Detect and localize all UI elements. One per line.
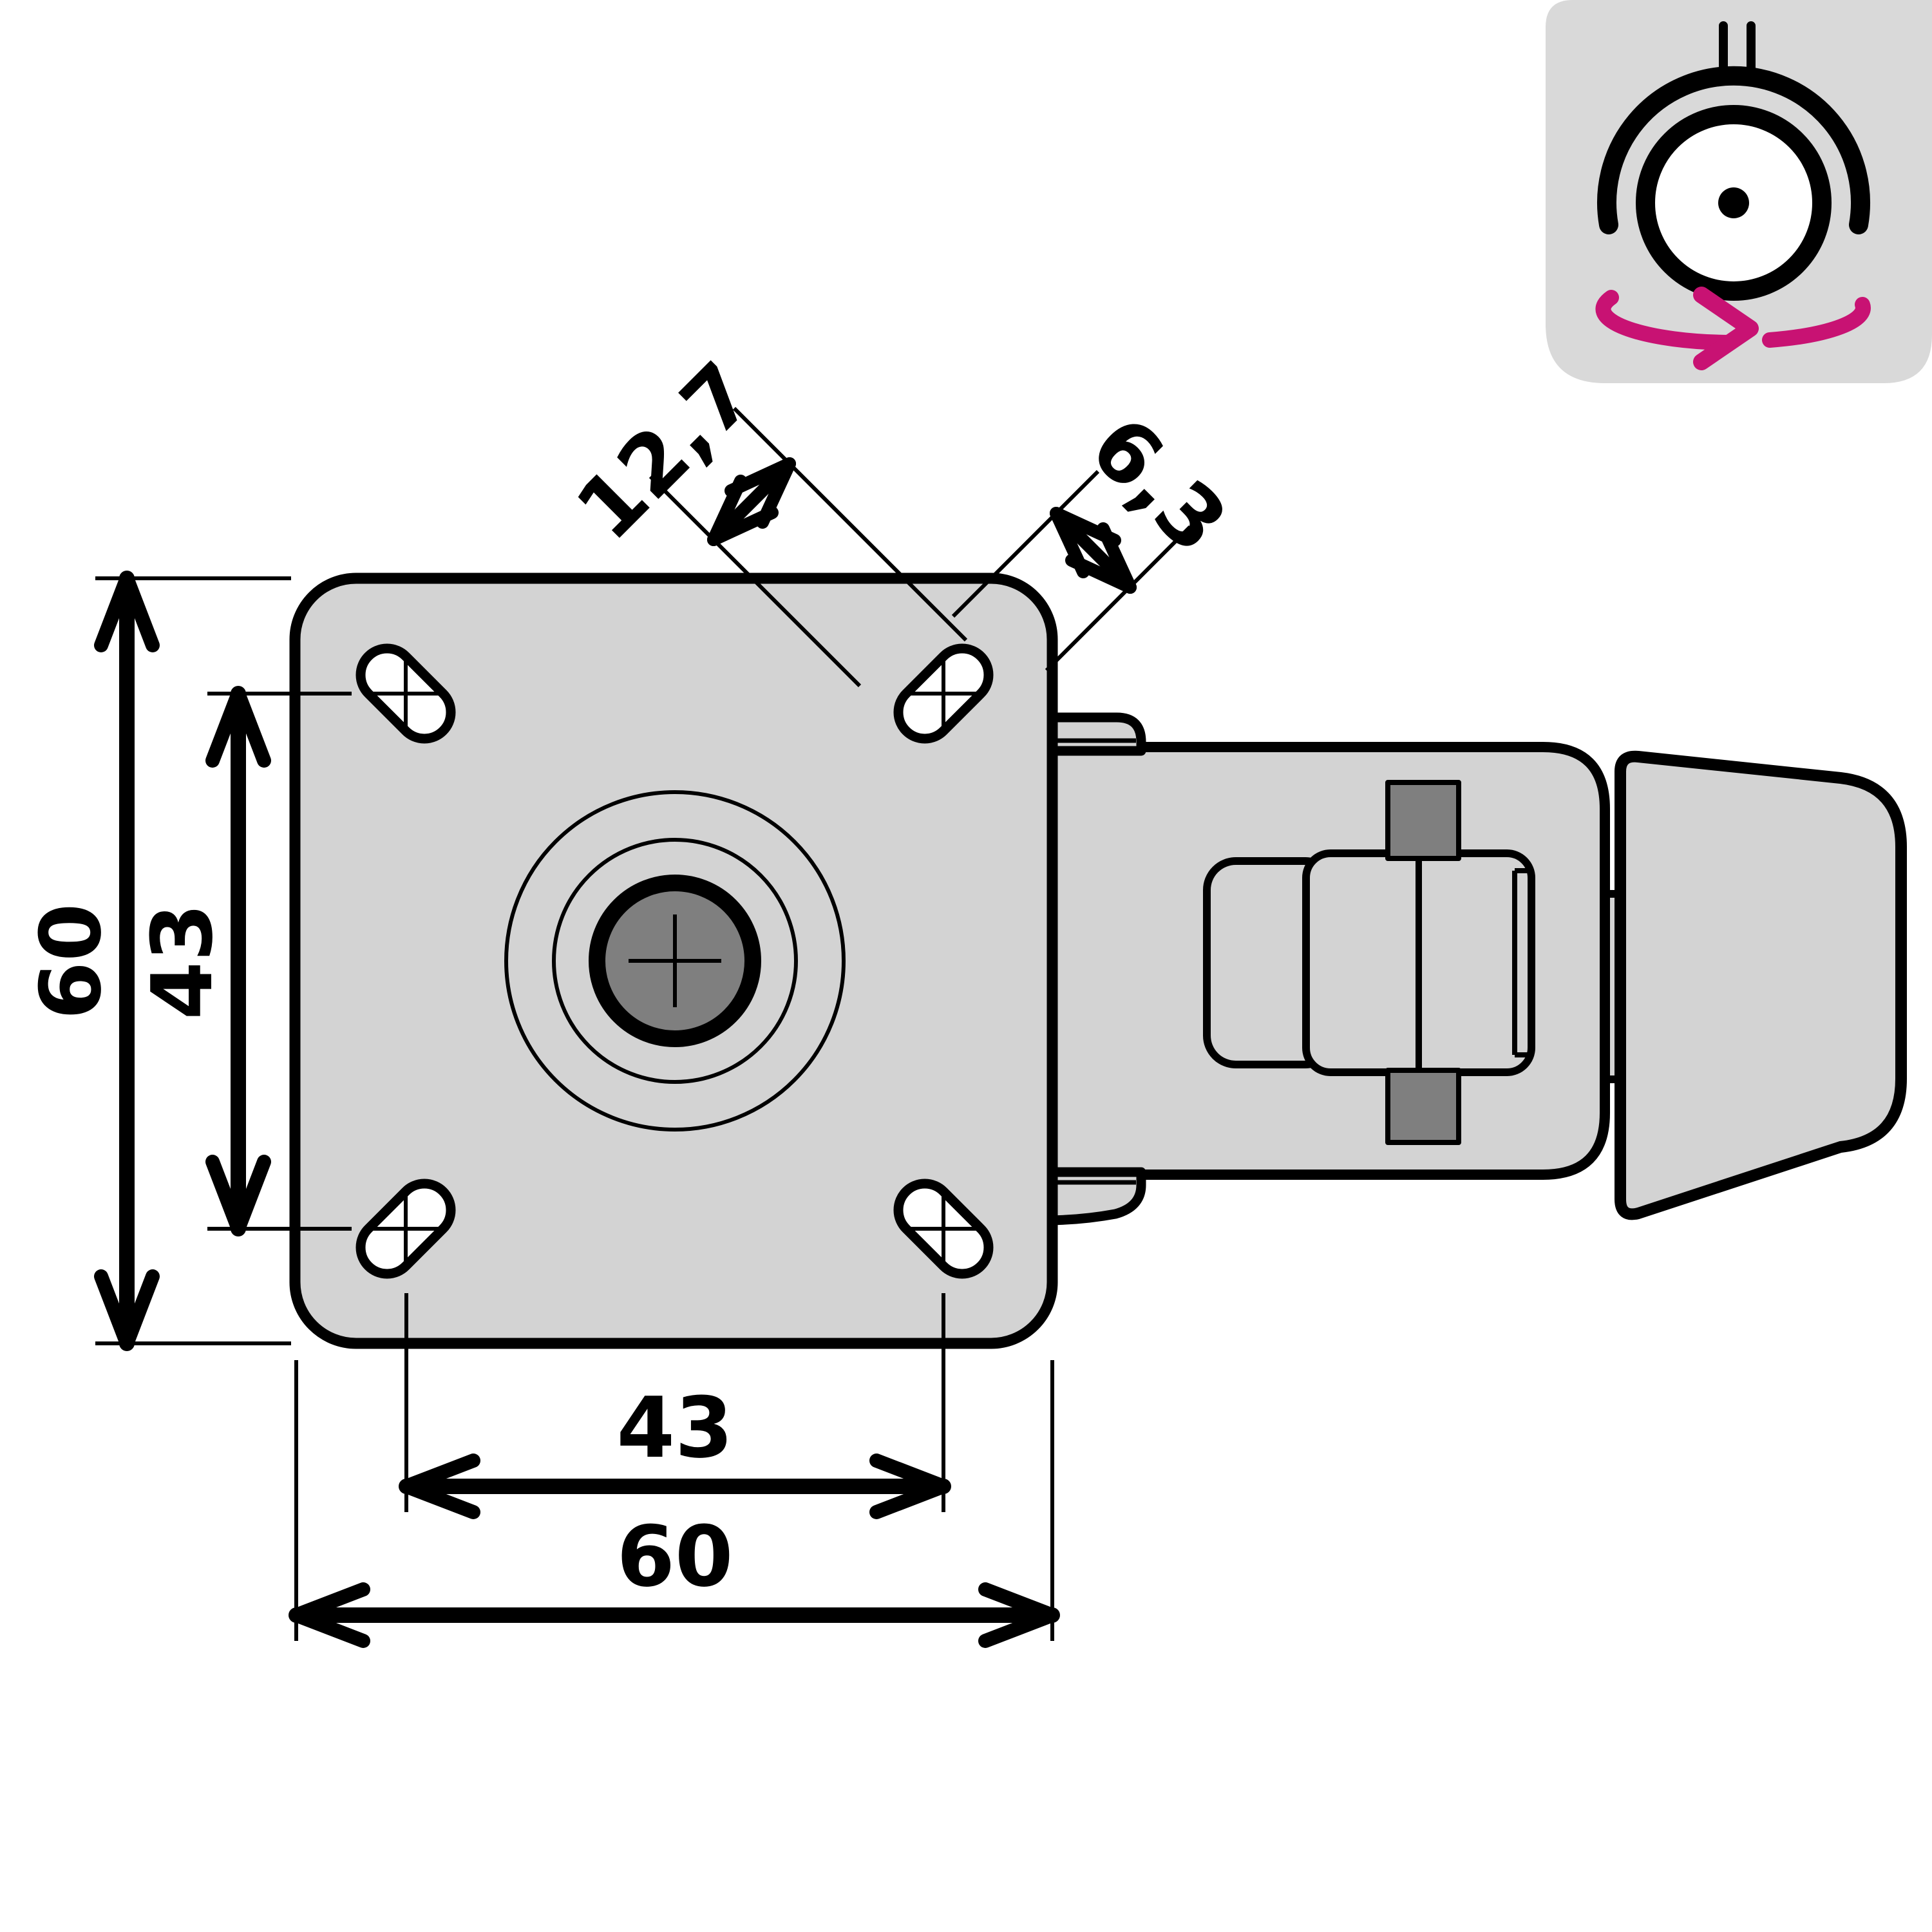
dim-extension-lines [404, 1293, 945, 1512]
dim-arrowheads [707, 457, 796, 546]
dim-hole-spacing-horizontal: 43 [399, 1293, 951, 1519]
wheel-hub-ring-line [1512, 868, 1531, 1057]
dim-arrowheads [205, 687, 271, 1236]
bracket-tab-top [1038, 712, 1146, 756]
dim-label-plate-width: 60 [617, 1508, 734, 1605]
slot-bottom-left-crosshair [370, 1193, 442, 1265]
kingpin-crosshair [629, 914, 721, 1007]
dim-label-plate-height: 60 [22, 904, 120, 1020]
axle-block-top [1385, 780, 1461, 861]
bracket-tab-bottom [1038, 1167, 1146, 1226]
slot-bottom-right-crosshair [907, 1193, 980, 1265]
dim-arrowheads [1050, 507, 1137, 594]
swivel-caster-rotation-icon [1546, 0, 1932, 383]
wheel-thread-guard [1615, 750, 1907, 1220]
axle-block-bottom [1385, 1068, 1461, 1145]
caster-assembly [1025, 712, 1907, 1226]
dim-arrowheads [399, 1454, 951, 1519]
dim-plate-width: 60 [289, 1360, 1060, 1648]
bore-middle-circle [552, 838, 798, 1084]
kingpin-ring [589, 875, 761, 1047]
mounting-plate [289, 573, 1058, 1349]
swivel-arrow-arc-right [1762, 297, 1871, 348]
dim-label-hole-spacing-horizontal: 43 [617, 1379, 734, 1477]
slot-top-left-crosshair [370, 658, 442, 730]
swivel-arrow-arc-left [1595, 290, 1737, 350]
dim-arrowheads [94, 571, 160, 1350]
fork-arc-icon [1597, 66, 1870, 234]
bore-outer-circle [504, 790, 846, 1132]
dim-arrowheads [289, 1582, 1059, 1648]
dim-extension-lines [951, 469, 1192, 672]
slot-top-right-crosshair [907, 658, 980, 730]
dim-label-slot-width: 6,3 [1072, 398, 1245, 572]
swivel-arrowhead [1693, 287, 1759, 370]
wheel-hub-dot-icon [1718, 187, 1749, 218]
dim-plate-height: 60 [22, 571, 291, 1351]
dim-label-hole-spacing-vertical: 43 [133, 904, 231, 1020]
dim-extension-lines [649, 406, 968, 688]
dim-hole-spacing-vertical: 43 [133, 686, 352, 1236]
dim-extension-lines [294, 1360, 1054, 1641]
